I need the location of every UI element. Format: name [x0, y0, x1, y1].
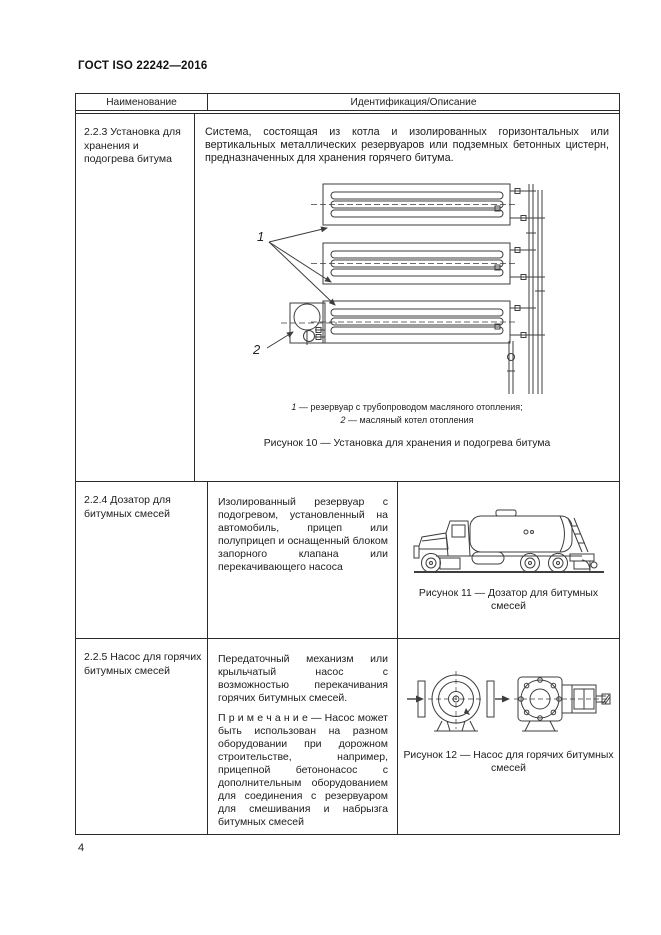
note-text: П р и м е ч а н и е — Насос может быть и… — [218, 712, 388, 828]
legend-line-1: 1 — резервуар с трубопроводом масляного … — [205, 401, 609, 414]
callout-1: 1 — [257, 229, 264, 244]
figure-11: Рисунок 11 — Дозатор для битумных смесей — [398, 482, 619, 638]
oil-boiler-group — [281, 302, 337, 345]
legend-num-2: 2 — [340, 415, 346, 425]
description-text: Изолированный резервуар с подогревом, ус… — [208, 482, 398, 638]
callout-2: 2 — [252, 342, 261, 357]
figure-10-caption: Рисунок 10 — Установка для хранения и по… — [263, 438, 551, 449]
term-name-224: 2.2.4 Дозатор для битумных смесей — [76, 482, 208, 638]
table-header-row: Наименование Идентификация/Описание — [76, 94, 619, 114]
legend-text-2: — масляный котел отопления — [345, 415, 474, 425]
bitumen-distributor-truck-drawing — [413, 509, 604, 573]
bitumen-storage-diagram: 1 2 — [252, 183, 545, 394]
tanks-group — [311, 183, 540, 344]
column-header-name: Наименование — [76, 94, 208, 110]
term-name-225: 2.2.5 Насос для горячих битумных смесей — [76, 639, 208, 834]
description-text: Передаточный механизм или крыльчатый нас… — [218, 653, 388, 704]
figure-12: Рисунок 12 — Насос для горячих битумных … — [398, 639, 619, 834]
legend-text-1: — резервуар с трубопроводом масляного от… — [296, 402, 523, 412]
legend-line-2: 2 — масляный котел отопления — [205, 414, 609, 427]
table-row: 2.2.4 Дозатор для битумных смесей Изолир… — [76, 482, 619, 639]
description-text: Система, состоящая из котла и изолирован… — [205, 126, 609, 164]
description-cell-223: Система, состоящая из котла и изолирован… — [195, 114, 619, 481]
term-name-223: 2.2.3 Установка для хранения и подогрева… — [76, 114, 195, 481]
figure-12-caption: Рисунок 12 — Насос для горячих битумных … — [403, 750, 614, 774]
description-cell-225: Передаточный механизм или крыльчатый нас… — [208, 639, 619, 834]
heating-pipes-group — [507, 184, 545, 394]
figure-labels-group: 1 2 — [252, 226, 336, 357]
table-row: 2.2.5 Насос для горячих битумных смесей … — [76, 639, 619, 834]
bitumen-pump-drawing — [406, 671, 610, 732]
table-row: 2.2.3 Установка для хранения и подогрева… — [76, 114, 619, 482]
page-number: 4 — [78, 842, 85, 854]
description-cell-224: Изолированный резервуар с подогревом, ус… — [208, 482, 619, 638]
legend-num-1: 1 — [291, 402, 297, 412]
description-text-block: Передаточный механизм или крыльчатый нас… — [208, 639, 398, 834]
figure-10-legend: 1 — резервуар с трубопроводом масляного … — [205, 401, 609, 427]
figure-11-caption: Рисунок 11 — Дозатор для битумных смесей — [418, 588, 599, 612]
standard-number-header: ГОСТ ISO 22242—2016 — [78, 60, 208, 72]
column-header-description: Идентификация/Описание — [350, 96, 477, 108]
figure-10: 1 2 — [247, 181, 609, 396]
equipment-table: Наименование Идентификация/Описание 2.2.… — [75, 93, 620, 835]
